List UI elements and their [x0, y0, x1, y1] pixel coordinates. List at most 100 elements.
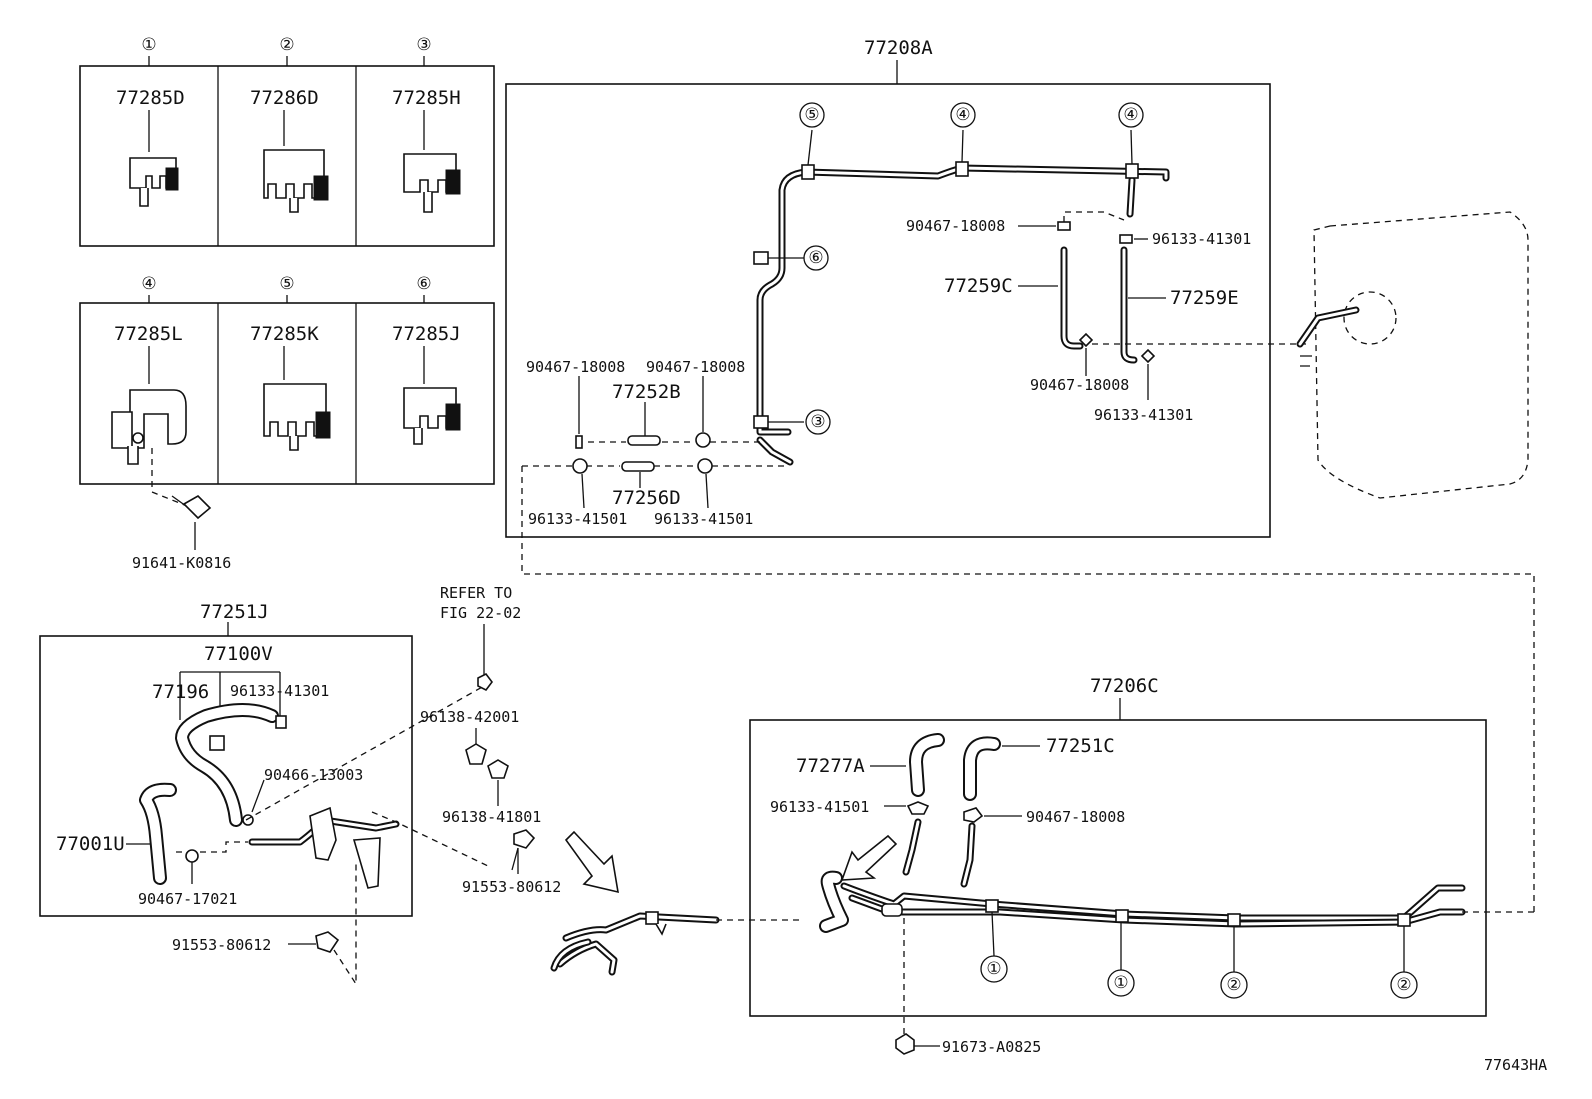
lower-clamp-1a[interactable]: ① [980, 899, 1008, 983]
upper-clamp-4a-number: ④ [955, 105, 970, 125]
bolt-91673-A0825-label: 91673-A0825 [942, 1038, 1041, 1056]
clamp-set-4-part: 77285L [114, 323, 183, 345]
clamp-96138-41801[interactable]: 96138-41801 [442, 780, 541, 826]
clip-90467-18008-lower[interactable]: 90467-18008 [963, 807, 1125, 826]
bolt-91673-A0825[interactable]: 91673-A0825 [895, 918, 1041, 1056]
hose-77259E[interactable]: 77259E [1120, 246, 1239, 364]
bolt-left-label: 91553-80612 [172, 936, 271, 954]
upper-main-pipe [756, 164, 1170, 466]
clamp-set-4[interactable]: ④ 77285L [111, 274, 187, 465]
clip-a-label: 90467-18008 [526, 358, 625, 376]
part-77196-icon [209, 735, 225, 751]
upper-clamp-5[interactable]: ⑤ [799, 102, 825, 180]
clamp-bottom-right-label: 96133-41301 [1094, 406, 1193, 424]
clamp-96138-42001[interactable]: 96138-42001 [420, 708, 519, 779]
clamp-set-2[interactable]: ② 77286D [250, 35, 329, 213]
clamp-set-5[interactable]: ⑤ 77285K [250, 274, 331, 451]
bolt-icon [895, 1033, 915, 1055]
upper-tube-assembly: 77208A ⑤ ④ ④ [505, 37, 1535, 912]
bolt-icon [513, 829, 536, 849]
clip-90467-18008-a[interactable]: 90467-18008 [526, 358, 625, 449]
clamp-top-right-label: 96133-41301 [1152, 230, 1251, 248]
lower-assy-frame [749, 719, 1487, 1017]
clamp-77285K-icon [263, 383, 331, 451]
lower-clamp-1b[interactable]: ① [1107, 909, 1135, 997]
lower-clamp-2b[interactable]: ② [1390, 913, 1418, 999]
lower-clamp-2a[interactable]: ② [1220, 913, 1248, 999]
upper-clamp-5-number: ⑤ [804, 105, 819, 125]
clip-90467-18008-bottom[interactable]: 90467-18008 [1030, 332, 1129, 394]
clamp-96133-41501-b[interactable]: 96133-41501 [654, 458, 753, 528]
hose-77252B[interactable]: 77252B [612, 381, 681, 446]
clamp-96133-41301-bottom[interactable]: 96133-41301 [1094, 348, 1193, 424]
upper-clamp-3[interactable]: ③ [753, 409, 831, 435]
lower-clamp-2b-number: ② [1396, 975, 1411, 995]
clamp-a-label: 96133-41501 [528, 510, 627, 528]
clamp-set-6-number: ⑥ [416, 274, 431, 294]
fuel-tank-outline [1296, 211, 1529, 499]
lower-clamp-1b-number: ① [1113, 973, 1128, 993]
clamp-96133-41501-lower-label: 96133-41501 [770, 798, 869, 816]
clip-90466-13003[interactable]: 90466-13003 [242, 766, 363, 826]
upper-assy-frame [505, 83, 1271, 538]
clamp-set-1-part: 77285D [116, 87, 185, 109]
hose-77259C-label: 77259C [944, 275, 1013, 297]
bolt-91641-K0816[interactable]: 91641-K0816 [132, 448, 231, 572]
clamp-96138-41801-icon [487, 759, 509, 779]
left-assy-frame [39, 635, 413, 917]
clamp-set-5-number: ⑤ [279, 274, 294, 294]
pipe-junction-detail [550, 911, 720, 976]
clamp-96133-41501-lower[interactable]: 96133-41501 [770, 798, 930, 816]
clamp-set-1[interactable]: ① 77285D [116, 35, 185, 207]
clamp-77285L-icon [111, 389, 187, 465]
bolt-91553-80612-middle[interactable]: 91553-80612 [462, 829, 561, 896]
bolt-91553-80612-left[interactable]: 91553-80612 [172, 860, 357, 987]
clamp-77285J-icon [403, 387, 461, 445]
hose-77001U[interactable]: 77001U [56, 782, 177, 885]
clip-90467-18008-top[interactable]: 90467-18008 [906, 211, 1125, 235]
hose-77277A-label: 77277A [796, 755, 865, 777]
lower-main-pipe [819, 870, 1466, 933]
clamp-set-3-number: ③ [416, 35, 431, 55]
clip-90467-18008-lower-label: 90467-18008 [1026, 808, 1125, 826]
clamp-b-label: 96133-41501 [654, 510, 753, 528]
clip-90467-18008-b[interactable]: 90467-18008 [646, 358, 745, 448]
clamp-77285H-icon [403, 153, 461, 213]
clamp-set-5-part: 77285K [250, 323, 319, 345]
clamp-set-6[interactable]: ⑥ 77285J [392, 274, 461, 445]
clip-bottom-left-label: 90467-18008 [1030, 376, 1129, 394]
clamp-96133-41301-top[interactable]: 96133-41301 [1119, 230, 1251, 248]
part-77196-label: 77196 [152, 681, 209, 703]
clamp-set-6-part: 77285J [392, 323, 461, 345]
clamp-set-1-number: ① [141, 35, 156, 55]
hose-77252B-label: 77252B [612, 381, 681, 403]
clamp-set-3[interactable]: ③ 77285H [392, 35, 461, 213]
upper-clamp-4b[interactable]: ④ [1118, 102, 1144, 179]
bolt-91641-K0816-label: 91641-K0816 [132, 554, 231, 572]
clamp-set-2-number: ② [279, 35, 294, 55]
hose-77256D[interactable]: 77256D [612, 461, 681, 509]
left-assy-sub: 77100V [204, 643, 273, 665]
upper-clamp-4a[interactable]: ④ [950, 102, 976, 177]
clamp-96138-42001-label: 96138-42001 [420, 708, 519, 726]
clip-90467-17021-label: 90467-17021 [138, 890, 237, 908]
pipe-bracket [248, 806, 400, 889]
clamp-96133-41301-left-label: 96133-41301 [230, 682, 329, 700]
lower-clamp-2a-number: ② [1226, 975, 1241, 995]
hose-77259C[interactable]: 77259C [944, 246, 1084, 350]
clamp-96138-42001-icon [465, 743, 487, 765]
hose-77251C[interactable]: 77251C [963, 735, 1115, 801]
clip-90466-13003-label: 90466-13003 [264, 766, 363, 784]
upper-clamp-6[interactable]: ⑥ [753, 245, 829, 271]
direction-arrow-icon [564, 830, 619, 894]
hose-77100V[interactable] [175, 703, 287, 827]
upper-clamp-6-number: ⑥ [808, 248, 823, 268]
middle-parts: REFER TO FIG 22-02 96138-42001 96138-418… [172, 584, 800, 987]
hose-77277A[interactable]: 77277A [796, 733, 945, 797]
clip-90467-17021[interactable]: 90467-17021 [138, 849, 237, 908]
clamp-96133-41501-a[interactable]: 96133-41501 [528, 458, 627, 528]
left-assembly: 77251J 77100V 77196 96133-41301 77001U 9… [39, 601, 489, 917]
clamp-set-4-number: ④ [141, 274, 156, 294]
left-assy-title: 77251J [200, 601, 269, 623]
